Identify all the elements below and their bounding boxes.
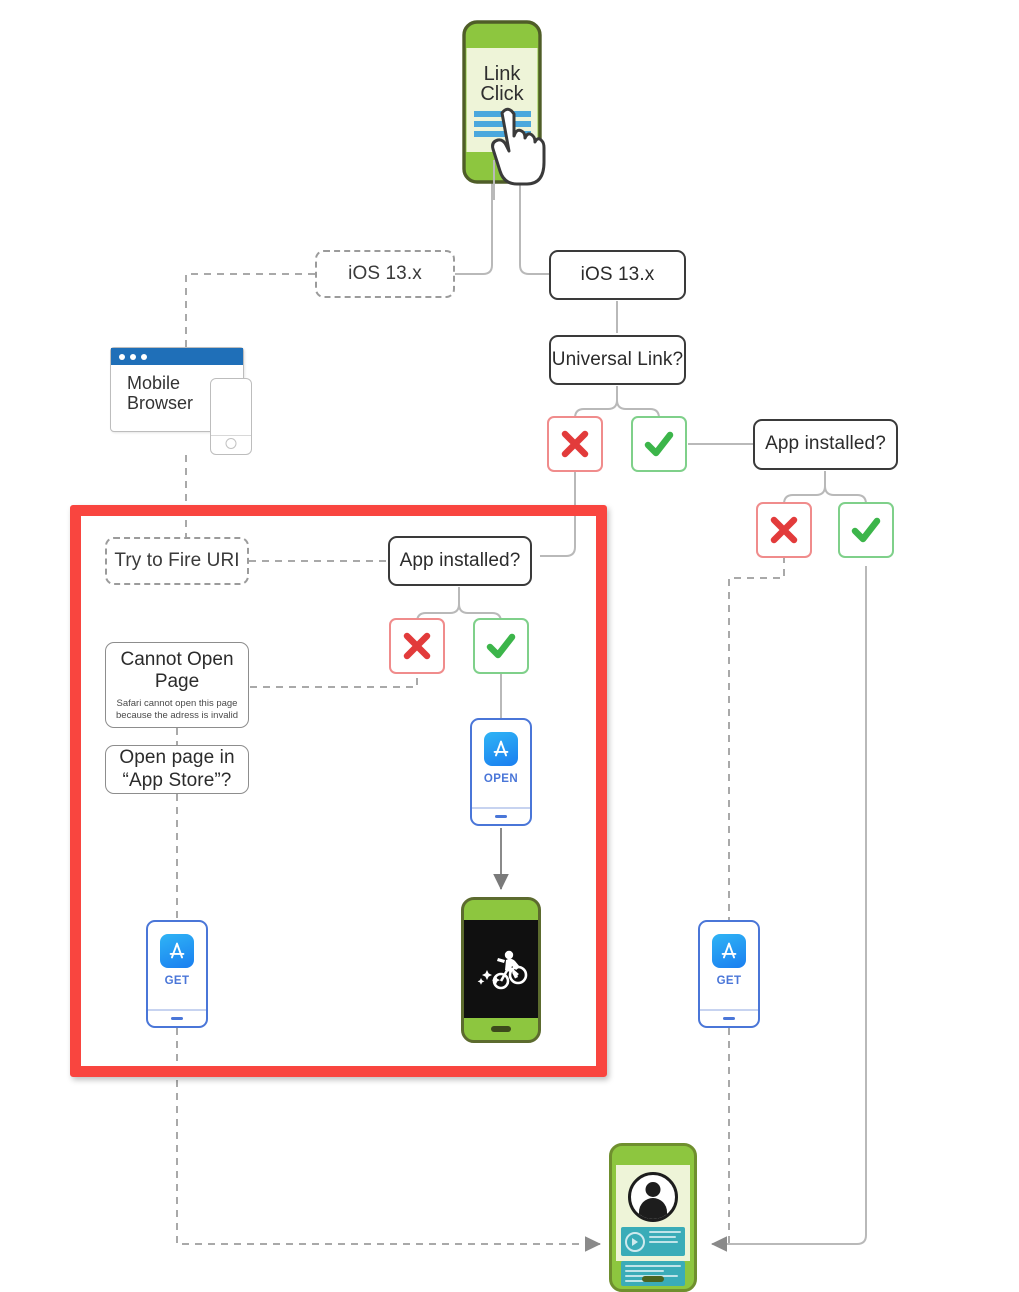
- cross-icon: [403, 632, 431, 660]
- phone-divider: [211, 434, 251, 436]
- content-line: [649, 1235, 677, 1239]
- phone-home-button-icon: [171, 1017, 183, 1020]
- node-ios-dashed[interactable]: iOS 13.x: [315, 250, 455, 298]
- phone-home-button-icon: [642, 1276, 664, 1282]
- mobile-browser-phone-icon: [210, 378, 252, 455]
- mark-yes-universal-link[interactable]: [631, 416, 687, 472]
- app-store-icon: [712, 934, 746, 968]
- browser-titlebar: [111, 348, 243, 365]
- phone-content-view: [609, 1143, 697, 1292]
- appstore-phone-open-label: OPEN: [483, 773, 519, 785]
- app-store-glyph: [721, 942, 737, 959]
- mark-no-app-installed-right[interactable]: [756, 502, 812, 558]
- phone-home-button-icon: [225, 438, 237, 449]
- phone-app-launched: [461, 897, 541, 1043]
- link-click-label: Link Click: [480, 63, 524, 105]
- content-line: [625, 1279, 659, 1283]
- content-lines: [649, 1231, 681, 1246]
- check-icon: [486, 633, 516, 659]
- content-line: [625, 1269, 665, 1273]
- node-app-installed-inner[interactable]: App installed?: [388, 536, 532, 586]
- check-icon: [851, 517, 881, 543]
- app-screen: [464, 920, 538, 1018]
- dialog-cannot-open-page[interactable]: Cannot Open Page Safari cannot open this…: [105, 642, 249, 728]
- bmx-rider-icon: [477, 950, 528, 990]
- appstore-phone-get-left-label: GET: [164, 975, 190, 987]
- appstore-phone-open[interactable]: OPEN: [470, 718, 532, 826]
- mark-yes-app-installed-right[interactable]: [838, 502, 894, 558]
- hand-stem-left: [493, 160, 496, 200]
- content-screen: [616, 1165, 690, 1287]
- phone-home-button-icon: [495, 815, 507, 818]
- content-card-text: [621, 1261, 685, 1287]
- content-line: [649, 1240, 679, 1244]
- node-try-fire-uri[interactable]: Try to Fire URI: [105, 537, 249, 585]
- appstore-phone-get-right-label: GET: [716, 975, 742, 987]
- cross-icon: [770, 516, 798, 544]
- browser-dot-icon: [119, 353, 125, 360]
- hand-pointer-icon: [491, 107, 546, 186]
- svg-text:Click: Click: [480, 83, 524, 105]
- app-store-icon: [160, 934, 194, 968]
- mark-no-universal-link[interactable]: [547, 416, 603, 472]
- app-store-icon: [484, 732, 518, 766]
- node-ios-dashed-label: iOS 13.x: [348, 262, 422, 284]
- node-universal-link[interactable]: Universal Link?: [549, 335, 686, 385]
- avatar: [628, 1172, 678, 1222]
- content-line: [649, 1231, 681, 1234]
- node-universal-link-label: Universal Link?: [551, 348, 684, 370]
- avatar-head: [645, 1182, 661, 1197]
- avatar-body: [639, 1198, 667, 1219]
- node-app-installed-inner-label: App installed?: [399, 549, 521, 571]
- appstore-phone-get-left[interactable]: GET: [146, 920, 208, 1028]
- avatar-wrapper: [621, 1172, 685, 1222]
- svg-text:Link: Link: [484, 63, 522, 85]
- mark-yes-app-installed-inner[interactable]: [473, 618, 529, 674]
- mobile-browser-label: Mobile Browser: [127, 373, 194, 413]
- dialog-open-in-app-store-label: Open page in “App Store”?: [119, 747, 235, 791]
- mark-no-app-installed-inner[interactable]: [389, 618, 445, 674]
- appstore-phone-get-right[interactable]: GET: [698, 920, 760, 1028]
- dialog-open-in-app-store[interactable]: Open page in “App Store”?: [105, 745, 249, 794]
- node-app-installed-right-label: App installed?: [765, 433, 886, 455]
- app-store-glyph: [169, 942, 185, 959]
- cross-icon: [561, 430, 589, 458]
- node-ios-solid[interactable]: iOS 13.x: [549, 250, 686, 300]
- highlight-frame: [70, 505, 607, 1077]
- content-card-video: [621, 1227, 685, 1256]
- app-store-glyph: [493, 740, 509, 757]
- browser-dot-icon: [141, 353, 147, 360]
- browser-dot-icon: [130, 353, 136, 360]
- node-ios-solid-label: iOS 13.x: [580, 263, 655, 285]
- phone-divider: [700, 1009, 758, 1011]
- phone-divider: [148, 1009, 206, 1011]
- dialog-cannot-open-page-body: Safari cannot open this page because the…: [116, 697, 238, 721]
- phone-divider: [472, 807, 530, 809]
- phone-home-button-icon: [723, 1017, 735, 1020]
- play-icon: [625, 1232, 645, 1252]
- dialog-cannot-open-page-title: Cannot Open Page: [120, 649, 234, 693]
- phone-home-button-icon: [491, 1026, 511, 1032]
- check-icon: [644, 431, 674, 457]
- content-line: [625, 1265, 681, 1268]
- node-app-installed-right[interactable]: App installed?: [753, 419, 898, 470]
- node-try-fire-uri-label: Try to Fire URI: [114, 549, 240, 571]
- phone-link-click: Link Click: [462, 20, 546, 186]
